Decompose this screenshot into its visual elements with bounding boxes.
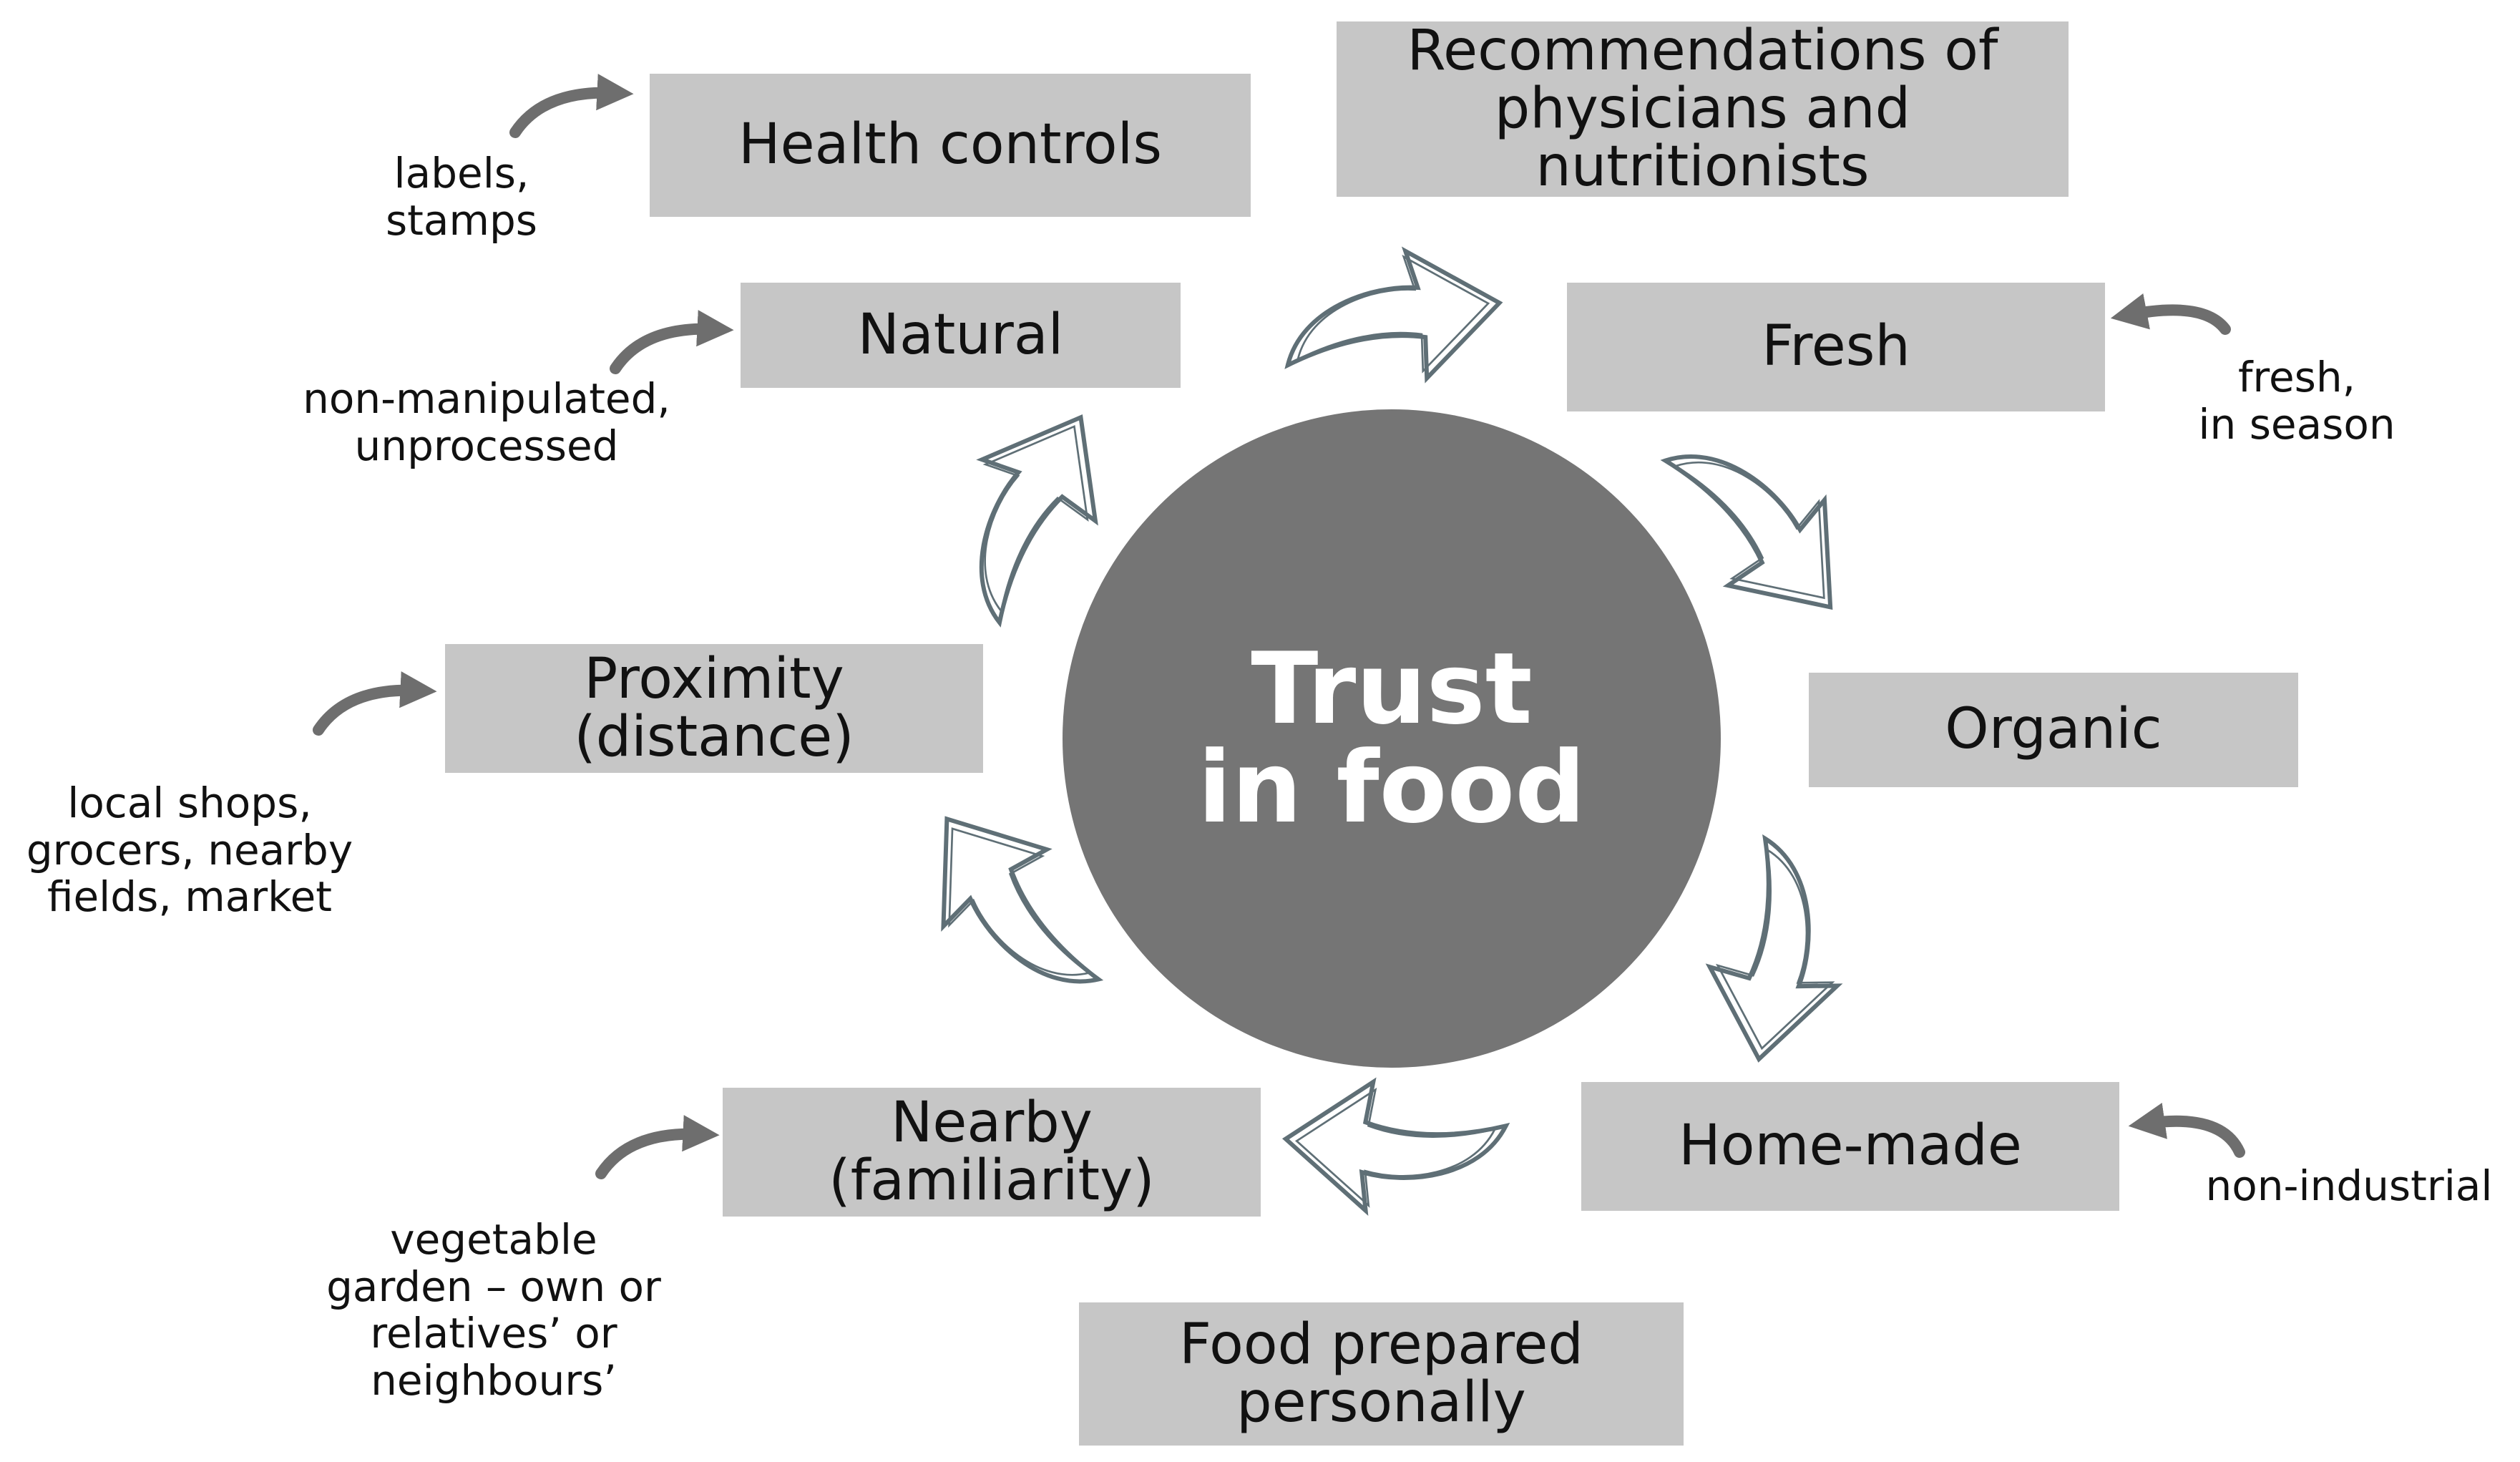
natural-box: Natural xyxy=(741,283,1181,388)
hub-circle: Trust in food xyxy=(1063,409,1721,1068)
pointer-arrow-icon xyxy=(595,1115,720,1179)
proximity-note: local shops, grocers, nearby fields, mar… xyxy=(26,779,353,922)
health-controls-note: labels, stamps xyxy=(385,149,538,245)
cycle-arrow-icon xyxy=(1696,833,1860,1071)
fresh-box: Fresh xyxy=(1567,283,2105,411)
pointer-arrow-icon xyxy=(509,74,634,138)
proximity-box: Proximity (distance) xyxy=(445,644,983,773)
pointer-arrow-icon xyxy=(2110,293,2231,335)
health-controls-box: Health controls xyxy=(650,74,1251,217)
organic-box: Organic xyxy=(1809,673,2298,787)
recommendations-box: Recommendations of physicians and nutrit… xyxy=(1337,21,2069,197)
pointer-arrow-icon xyxy=(313,671,437,736)
pointer-arrow-icon xyxy=(610,310,734,374)
home-made-note: non-industrial xyxy=(2205,1161,2493,1210)
cycle-arrow-icon xyxy=(1274,239,1508,397)
nearby-note: vegetable garden – own or relatives’ or … xyxy=(326,1215,661,1405)
food-prepared-box: Food prepared personally xyxy=(1079,1302,1684,1446)
pointer-arrow-icon xyxy=(2128,1103,2245,1158)
cycle-arrow-icon xyxy=(1280,1075,1509,1222)
natural-note: non-manipulated, unprocessed xyxy=(303,374,670,470)
nearby-box: Nearby (familiarity) xyxy=(723,1088,1261,1217)
home-made-box: Home-made xyxy=(1581,1082,2119,1211)
fresh-note: fresh, in season xyxy=(2198,353,2396,449)
